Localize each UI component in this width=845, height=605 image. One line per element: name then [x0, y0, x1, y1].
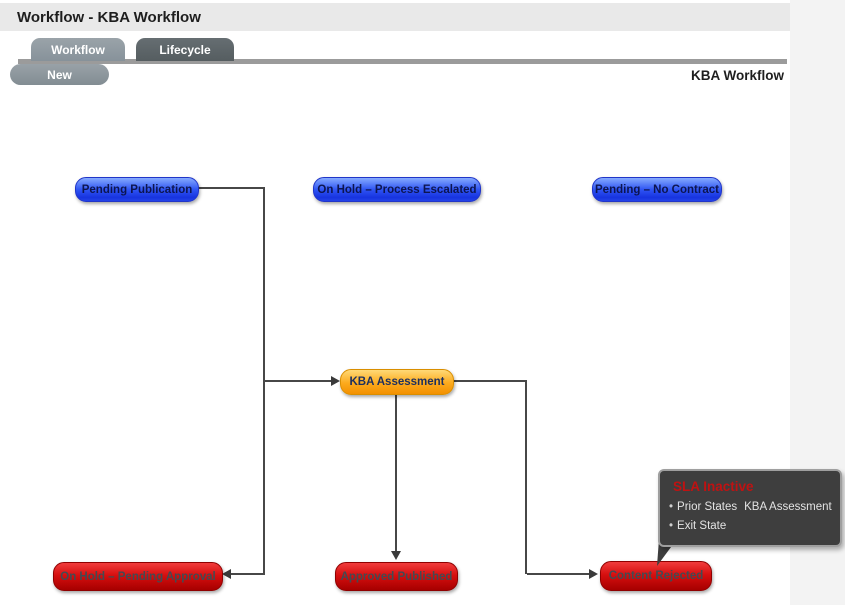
node-label: Pending Publication [81, 183, 193, 196]
node-content-rejected[interactable]: Content Rejected [600, 561, 712, 591]
tab-workflow[interactable]: Workflow [31, 38, 125, 61]
tooltip-item-label: Exit State [677, 520, 727, 532]
tab-lifecycle[interactable]: Lifecycle [136, 38, 234, 61]
tab-divider-rule [18, 59, 787, 64]
node-label: Approved Published [340, 570, 453, 583]
connector-right-trunk [525, 380, 527, 574]
tooltip-title: SLA Inactive [673, 479, 754, 494]
tab-lifecycle-label: Lifecycle [159, 42, 211, 57]
node-on-hold-process-escalated[interactable]: On Hold – Process Escalated [313, 177, 481, 202]
connector-trunk-to-onhold [231, 573, 265, 575]
node-label: Content Rejected [608, 570, 704, 582]
new-button-label: New [47, 67, 72, 82]
node-label: KBA Assessment [349, 376, 445, 388]
page-title: Workflow - KBA Workflow [17, 9, 201, 26]
new-button[interactable]: New [10, 64, 109, 85]
connector-left-trunk [263, 187, 265, 575]
node-label: On Hold – Process Escalated [317, 183, 477, 196]
node-pending-no-contract[interactable]: Pending – No Contract [592, 177, 722, 202]
node-label: On Hold – Pending Approval [60, 570, 216, 583]
tab-workflow-label: Workflow [51, 42, 105, 57]
node-approved-published[interactable]: Approved Published [335, 562, 458, 591]
window-header: Workflow - KBA Workflow [0, 3, 790, 31]
connector-pendingpub-to-trunk [197, 187, 265, 189]
tooltip-item-value: KBA Assessment [744, 501, 832, 513]
node-pending-publication[interactable]: Pending Publication [75, 177, 199, 202]
connector-trunk-to-kba [265, 380, 331, 382]
tooltip-item-exit-state: •Exit State [669, 520, 840, 532]
arrowhead-into-kba-assessment [331, 376, 340, 386]
tooltip-item-prior-states: •Prior States KBA Assessment [669, 501, 840, 513]
node-on-hold-pending-approval[interactable]: On Hold – Pending Approval [53, 562, 223, 591]
connector-trunk-to-content-rejected [527, 573, 589, 575]
connector-kba-to-right-trunk [452, 380, 527, 382]
node-kba-assessment[interactable]: KBA Assessment [340, 369, 454, 395]
sla-tooltip: SLA Inactive •Prior States KBA Assessment… [658, 469, 842, 547]
bullet-icon: • [669, 520, 674, 532]
arrowhead-into-content-rejected [589, 569, 598, 579]
bullet-icon: • [669, 501, 674, 513]
arrowhead-into-approved-published [391, 551, 401, 560]
connector-kba-to-approved [395, 393, 397, 551]
tooltip-item-label: Prior States [677, 501, 738, 513]
diagram-title: KBA Workflow [691, 68, 784, 83]
arrowhead-into-on-hold-pending-approval [222, 569, 231, 579]
node-label: Pending – No Contract [595, 183, 719, 196]
